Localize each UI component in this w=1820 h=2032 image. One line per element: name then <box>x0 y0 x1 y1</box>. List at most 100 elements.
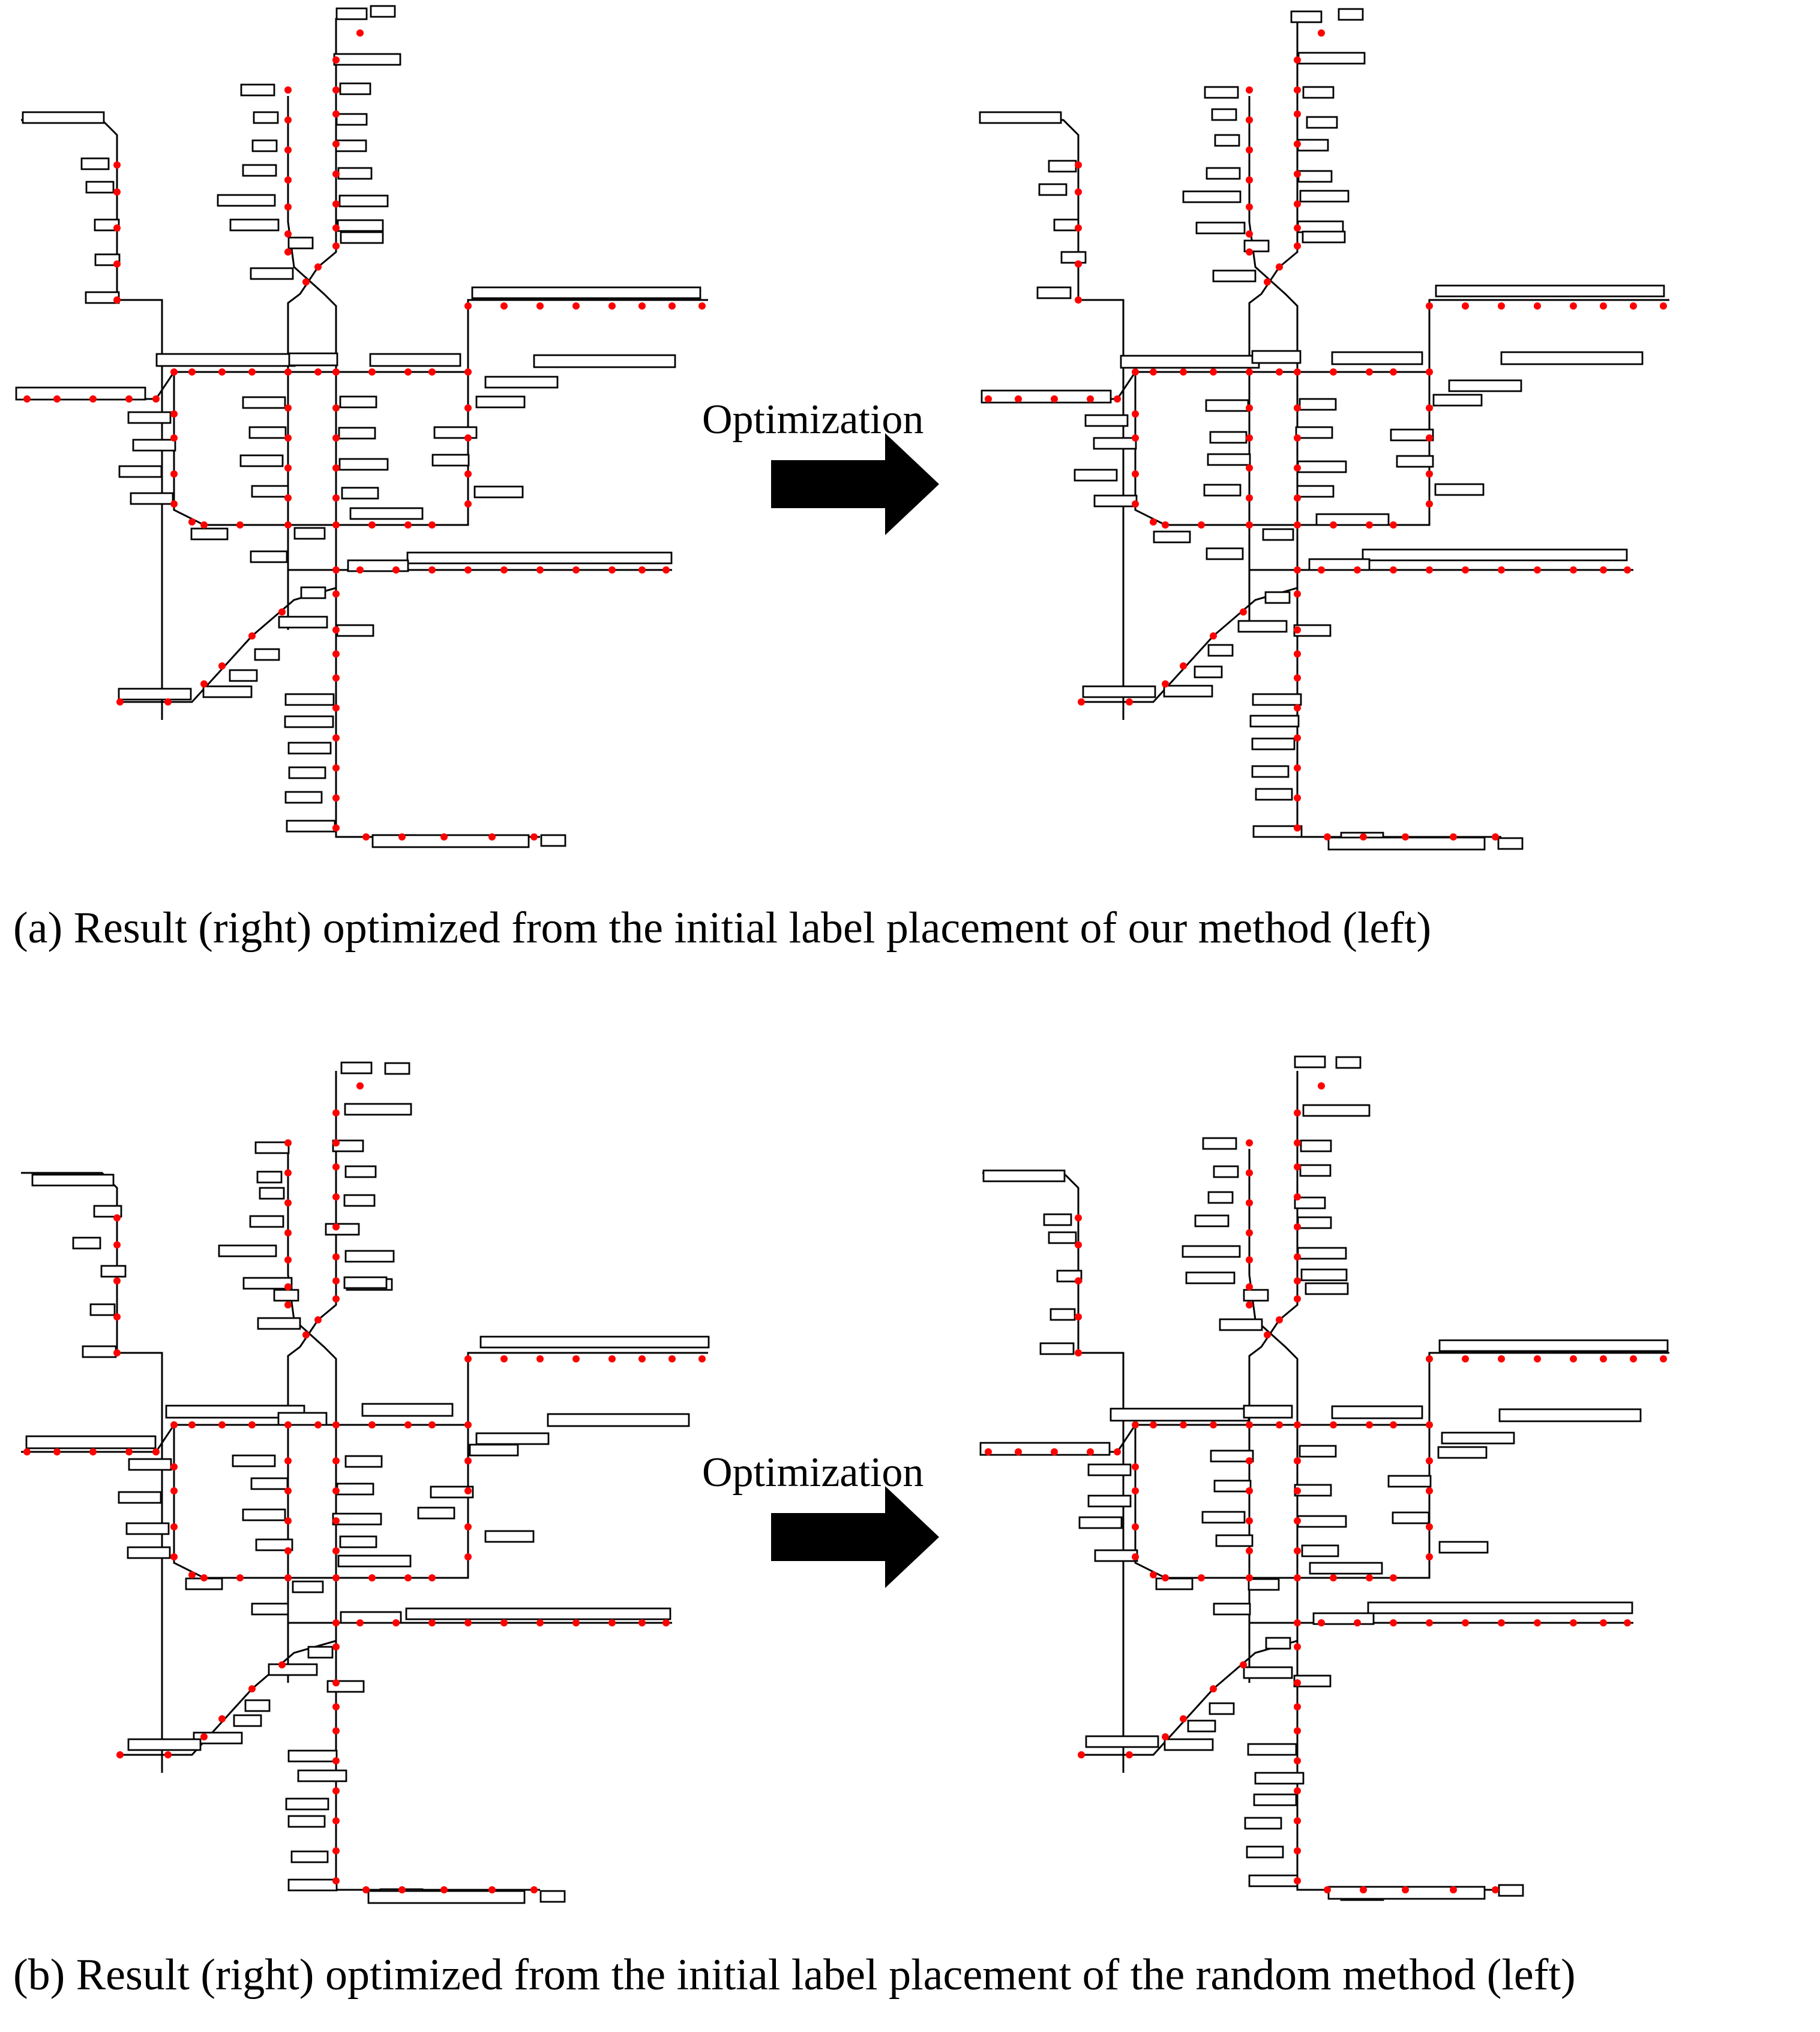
label-box <box>1214 134 1240 147</box>
station-dot <box>1570 566 1577 574</box>
station-dot <box>332 1193 340 1200</box>
station-dot <box>464 566 472 574</box>
metro-line <box>173 372 469 526</box>
station-dot <box>284 494 292 502</box>
label-box <box>287 1749 338 1763</box>
station-dot <box>428 1421 436 1428</box>
label-box <box>1441 1431 1515 1445</box>
label-box <box>1498 1408 1642 1422</box>
station-dot <box>536 1355 544 1362</box>
label-box <box>471 286 701 299</box>
label-box <box>253 111 279 124</box>
station-dot <box>314 1421 322 1428</box>
label-box <box>1299 398 1337 411</box>
label-box <box>1194 665 1223 679</box>
label-box <box>338 194 389 208</box>
label-box <box>1082 685 1156 698</box>
station-dot <box>332 464 340 472</box>
label-box <box>343 1194 376 1207</box>
station-dot <box>1246 1574 1253 1581</box>
label-box <box>1243 1289 1269 1302</box>
label-box <box>85 181 115 194</box>
station-dot <box>164 1751 172 1758</box>
station-dot <box>668 302 676 310</box>
station-dot <box>284 1301 292 1308</box>
label-box <box>475 1432 550 1445</box>
label-box <box>1205 399 1249 412</box>
station-dot <box>356 566 364 574</box>
label-box <box>384 1062 410 1075</box>
station-dot <box>1390 521 1397 529</box>
station-dot <box>1294 1109 1301 1116</box>
station-dot <box>332 1295 340 1302</box>
label-box <box>1305 1282 1349 1295</box>
station-dot <box>332 626 340 634</box>
station-dot <box>1294 464 1301 472</box>
station-dot <box>1294 1163 1301 1170</box>
station-dot <box>332 1277 340 1284</box>
station-dot <box>362 833 370 841</box>
station-dot <box>1150 1421 1157 1428</box>
station-dot <box>1630 1355 1637 1362</box>
label-box <box>277 1412 328 1426</box>
station-dot <box>332 1163 340 1170</box>
label-box <box>251 1602 289 1616</box>
station-dot <box>332 1517 340 1524</box>
label-box <box>336 624 374 637</box>
station-dot <box>428 1619 436 1626</box>
label-box <box>1182 1245 1241 1258</box>
label-box <box>1213 1602 1251 1616</box>
station-dot <box>1210 632 1217 640</box>
label-box <box>1335 1056 1362 1069</box>
station-dot <box>1210 368 1217 376</box>
label-box <box>406 551 673 565</box>
label-box <box>1251 350 1302 364</box>
station-dot <box>398 1886 406 1893</box>
metro-map-b-optimized <box>973 1053 1753 1953</box>
station-dot <box>1294 200 1301 208</box>
station-dot <box>1150 368 1157 376</box>
label-box <box>1053 218 1080 232</box>
label-box <box>1331 351 1423 365</box>
label-box <box>1248 1874 1299 1887</box>
station-dot <box>1318 566 1325 574</box>
station-dot <box>314 368 322 376</box>
label-box <box>248 426 287 439</box>
station-dot <box>170 368 178 376</box>
station-dot <box>1624 1619 1631 1626</box>
label-box <box>1050 1308 1076 1321</box>
station-dot <box>332 1139 340 1146</box>
label-box <box>1078 1516 1123 1529</box>
station-dot <box>188 1421 196 1428</box>
label-box <box>118 465 163 478</box>
station-dot <box>1366 368 1373 376</box>
station-dot <box>1180 368 1187 376</box>
station-dot <box>1294 764 1301 772</box>
label-box <box>1302 230 1346 244</box>
station-dot <box>284 404 292 412</box>
station-dot <box>23 1448 31 1455</box>
label-box <box>1120 355 1260 369</box>
station-dot <box>500 302 508 310</box>
label-box <box>340 1611 402 1624</box>
label-box <box>1213 1479 1252 1493</box>
station-dot <box>152 395 160 403</box>
label-box <box>369 353 461 367</box>
station-dot <box>332 1109 340 1116</box>
station-dot <box>278 1661 286 1668</box>
metro-map-svg <box>979 1055 1669 1901</box>
station-dot <box>1246 1547 1253 1554</box>
station-dot <box>1426 1457 1433 1464</box>
station-dot <box>284 1421 292 1428</box>
station-dot <box>1534 566 1541 574</box>
label-box <box>1338 8 1364 21</box>
station-dot <box>1354 566 1361 574</box>
station-dot <box>89 1448 97 1455</box>
station-dot <box>362 1886 370 1893</box>
station-dot <box>1132 1523 1139 1530</box>
station-dot <box>1075 161 1082 169</box>
station-dot <box>1600 1355 1607 1362</box>
station-dot <box>464 470 472 478</box>
station-dot <box>1114 395 1121 403</box>
label-box <box>128 1458 172 1471</box>
